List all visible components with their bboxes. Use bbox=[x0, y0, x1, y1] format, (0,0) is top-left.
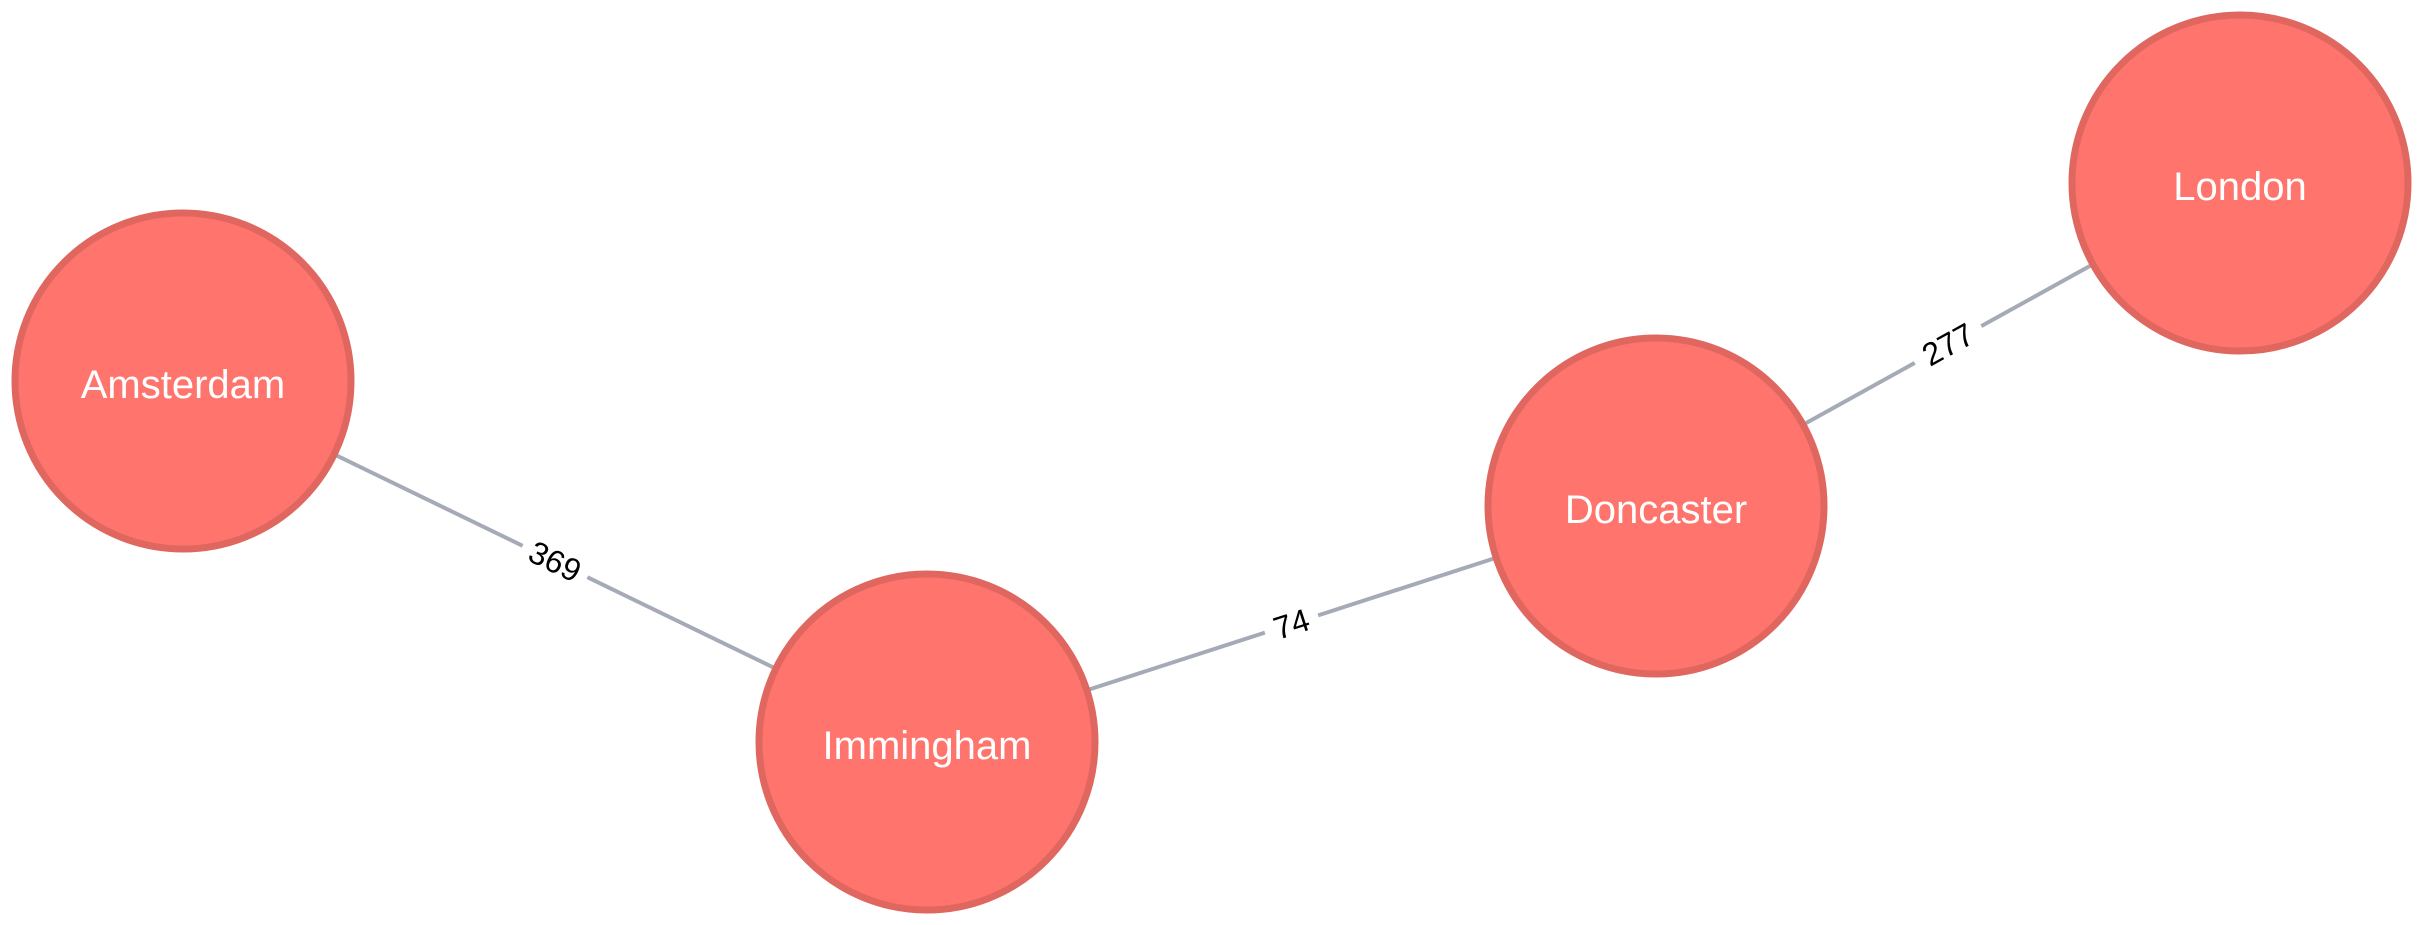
node-immingham[interactable]: Immingham bbox=[755, 570, 1099, 914]
node-circle bbox=[1484, 334, 1828, 678]
edge-line bbox=[1086, 630, 1266, 693]
edges-layer: 369 74 277 bbox=[333, 262, 2094, 693]
edge-line bbox=[586, 575, 777, 671]
node-label: Doncaster bbox=[1565, 488, 1747, 532]
edge-immingham-doncaster[interactable]: 74 bbox=[1086, 555, 1497, 693]
node-label: London bbox=[2173, 165, 2306, 209]
edge-line bbox=[1980, 262, 2094, 328]
edge-line bbox=[333, 452, 524, 548]
node-label: Amsterdam bbox=[81, 363, 286, 407]
edge-line bbox=[1802, 361, 1916, 427]
node-circle bbox=[11, 209, 355, 553]
edge-amsterdam-immingham[interactable]: 369 bbox=[333, 452, 777, 671]
edge-label: 277 bbox=[1916, 316, 1980, 373]
node-circle bbox=[2068, 11, 2412, 355]
edge-label: 74 bbox=[1269, 601, 1314, 646]
node-doncaster[interactable]: Doncaster bbox=[1484, 334, 1828, 678]
node-label: Immingham bbox=[823, 724, 1032, 768]
node-circle bbox=[755, 570, 1099, 914]
node-london[interactable]: London bbox=[2068, 11, 2412, 355]
nodes-layer: Amsterdam Immingham Doncaster London bbox=[11, 11, 2412, 914]
edge-doncaster-london[interactable]: 277 bbox=[1802, 262, 2094, 427]
edge-line bbox=[1317, 555, 1497, 618]
edge-label: 369 bbox=[523, 534, 587, 590]
node-amsterdam[interactable]: Amsterdam bbox=[11, 209, 355, 553]
